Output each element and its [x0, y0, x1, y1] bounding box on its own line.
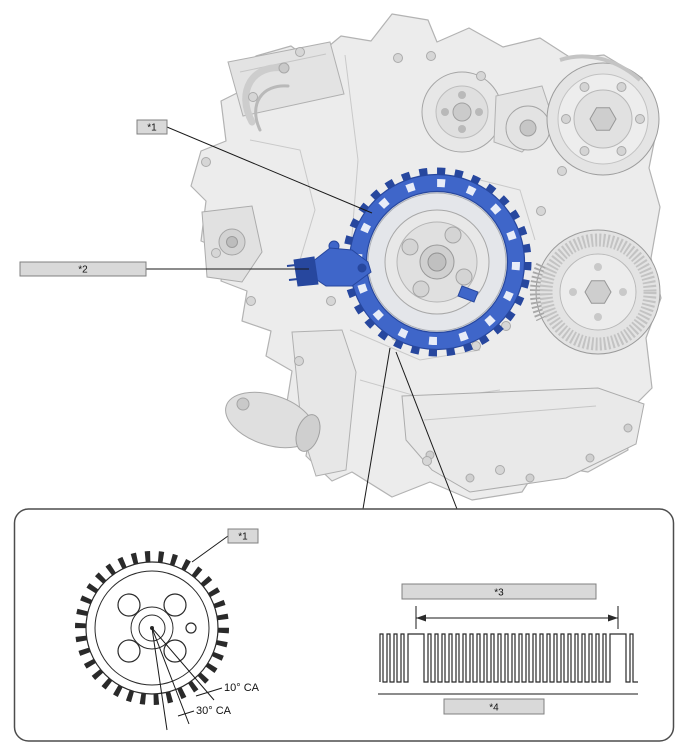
detail-callout-1-text: *1	[238, 532, 248, 543]
oil-pan	[401, 387, 645, 493]
detail-panel: 10° CA 30° CA *1 *3	[13, 508, 675, 742]
engine-mount	[201, 205, 263, 283]
callout-4-label: *4	[443, 698, 545, 715]
angle-10-leader	[195, 687, 223, 697]
callout-3-label: *3	[401, 583, 597, 600]
angle-label-10ca: 10° CA	[224, 682, 260, 694]
detail-plate-face-ring	[94, 570, 210, 686]
dimension-span	[415, 606, 619, 629]
detail-plate-holes	[117, 593, 197, 663]
detail-plate-hub-outer	[130, 606, 174, 650]
pulley-holes	[401, 226, 473, 298]
detail-plate-teeth	[75, 551, 229, 705]
callout-1-label: *1	[136, 119, 168, 135]
coolant-pipe	[242, 62, 290, 132]
sensor-connector	[293, 256, 319, 287]
callout-2-text: *2	[78, 265, 88, 276]
callout-1-text: *1	[147, 123, 157, 134]
dimension-arrow-right	[608, 614, 618, 622]
plate-blue-fragment	[457, 285, 479, 303]
sensor-plate-highlight	[342, 167, 532, 357]
callout-4-text: *4	[489, 703, 499, 714]
angle-30-leader	[177, 710, 195, 717]
plate-detail-drawing: 10° CA 30° CA *1	[75, 528, 260, 731]
crankshaft-pulley	[529, 229, 661, 355]
dimension-arrow-left	[416, 614, 426, 622]
crank-position-sensor	[286, 240, 372, 287]
plate-center-bolt	[427, 252, 447, 272]
angle-label-30ca: 30° CA	[196, 705, 232, 717]
harness-hose	[559, 54, 642, 82]
starter-motor	[225, 329, 357, 477]
callout-1-leader	[166, 126, 373, 214]
callout-2-label: *2	[19, 261, 147, 277]
camshaft-pulley	[546, 62, 660, 176]
callout-3-text: *3	[494, 588, 504, 599]
drive-belt	[529, 262, 546, 322]
detail-plate-hub-inner	[138, 614, 166, 642]
detail-callout-lines	[362, 347, 458, 510]
bolt-heads	[201, 47, 567, 475]
signal-waveform	[379, 633, 638, 683]
detail-callout-1-leader	[191, 535, 229, 563]
signal-diagram: *3 *4	[378, 583, 638, 715]
plate-teeth	[342, 167, 532, 357]
sensor-pins	[286, 264, 299, 281]
plate-holes	[354, 179, 520, 345]
angle-rays	[151, 627, 215, 731]
detail-callout-1-label: *1	[227, 528, 259, 544]
sensor-tip	[357, 263, 367, 273]
water-pump-pulley	[421, 71, 503, 153]
idler-pulley	[505, 105, 551, 151]
